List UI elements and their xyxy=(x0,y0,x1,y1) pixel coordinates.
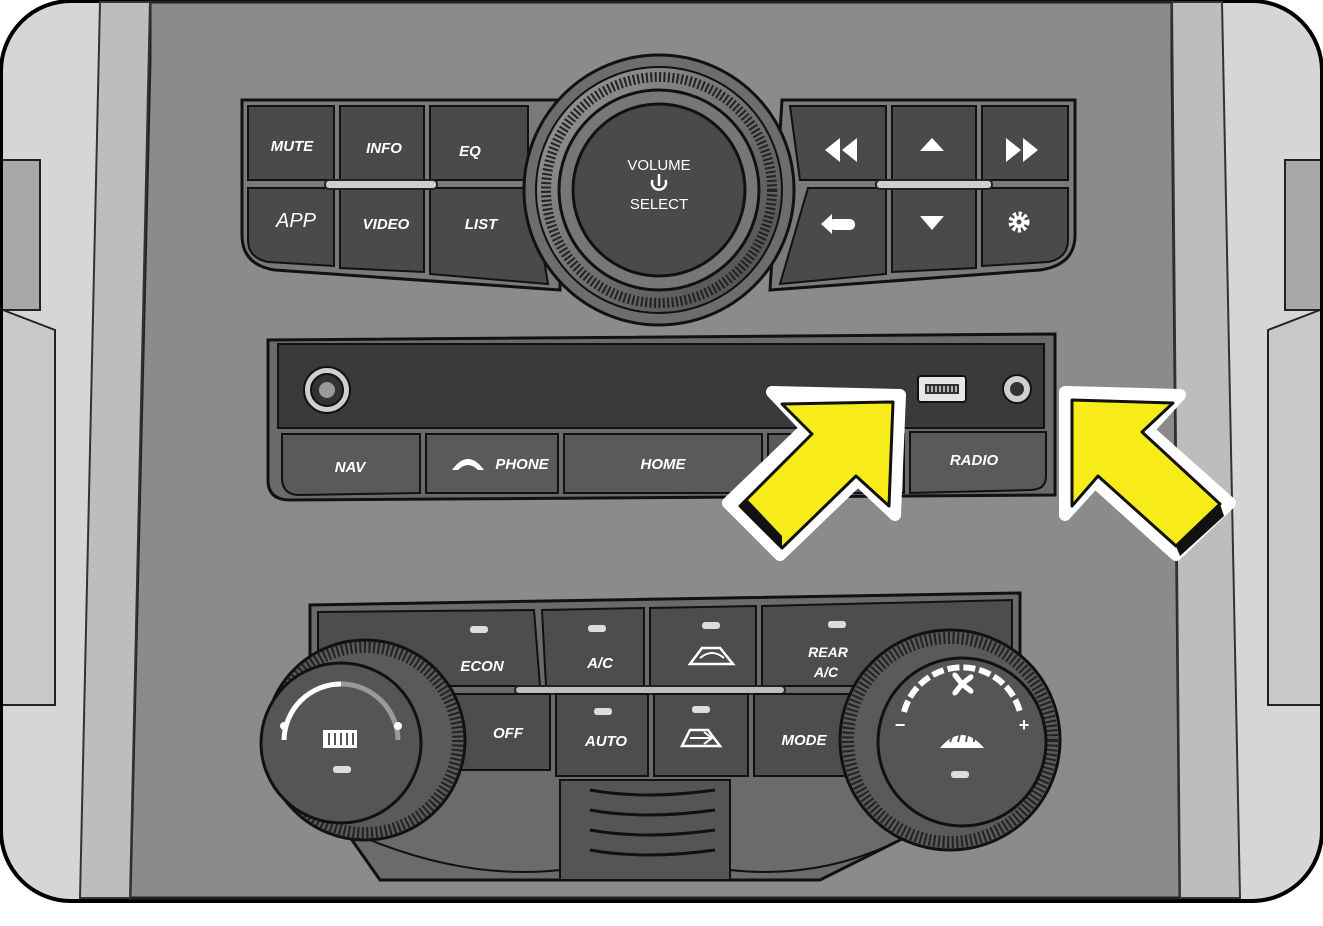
fan-icon xyxy=(952,672,974,696)
auto-indicator xyxy=(594,708,612,715)
fast-forward-button[interactable] xyxy=(981,105,1069,181)
usb-port[interactable] xyxy=(917,375,967,403)
select-label: SELECT xyxy=(630,196,688,213)
volume-select-knob[interactable]: VOLUME SELECT xyxy=(522,53,796,327)
ac-button[interactable]: A/C xyxy=(540,606,645,687)
ac-indicator xyxy=(588,625,606,632)
up-arrow-icon xyxy=(920,138,944,151)
svg-text:HOME: HOME xyxy=(641,456,687,473)
svg-text:A/C: A/C xyxy=(813,664,839,680)
recirculation-button[interactable] xyxy=(649,604,757,687)
svg-text:MUTE: MUTE xyxy=(271,138,314,155)
back-button[interactable] xyxy=(778,187,887,286)
rewind-button[interactable] xyxy=(788,105,887,181)
svg-text:LIST: LIST xyxy=(465,216,499,233)
gear-icon xyxy=(1008,211,1030,233)
media-bar: NAV PHONE HOME RADIO xyxy=(266,332,1057,502)
svg-text:ECON: ECON xyxy=(460,658,505,675)
rear-defrost-icon xyxy=(323,730,357,748)
down-button[interactable] xyxy=(891,187,977,274)
rear-defrost-indicator xyxy=(333,766,351,773)
front-defrost-icon xyxy=(940,729,984,748)
fresh-air-button[interactable] xyxy=(653,693,749,777)
aux-jack[interactable] xyxy=(303,366,351,414)
mute-button[interactable]: MUTE xyxy=(247,105,335,181)
svg-text:A/C: A/C xyxy=(586,655,614,672)
off-button[interactable]: OFF xyxy=(439,693,551,771)
svg-text:AUTO: AUTO xyxy=(584,733,628,750)
settings-button[interactable] xyxy=(981,187,1069,268)
button-divider-right xyxy=(875,179,993,190)
econ-indicator xyxy=(470,626,488,633)
front-defrost-indicator xyxy=(951,771,969,778)
right-fan-knob[interactable]: − + xyxy=(838,628,1062,852)
vent-slats xyxy=(589,788,716,857)
eq-button[interactable]: EQ xyxy=(429,105,529,181)
recirc-indicator xyxy=(702,622,720,629)
recirculation-icon xyxy=(687,646,736,666)
button-divider-left xyxy=(324,179,438,190)
phone-button[interactable]: PHONE xyxy=(425,433,559,494)
climate-divider xyxy=(514,685,786,695)
rewind-icon xyxy=(825,138,857,162)
svg-text:EQ: EQ xyxy=(459,143,481,160)
fresh-air-indicator xyxy=(692,706,710,713)
media-slot-panel xyxy=(277,343,1045,429)
vent-housing xyxy=(559,779,731,881)
svg-text:INFO: INFO xyxy=(366,140,402,157)
radio-button[interactable]: RADIO xyxy=(909,431,1047,495)
up-button[interactable] xyxy=(891,105,977,181)
power-icon xyxy=(650,174,668,191)
callout-arrow-aux xyxy=(1059,386,1236,561)
auto-button[interactable]: AUTO xyxy=(555,693,649,777)
svg-text:APP: APP xyxy=(275,210,317,232)
fan-minus: − xyxy=(895,715,906,735)
phone-icon xyxy=(452,459,484,470)
svg-text:MODE: MODE xyxy=(782,732,828,749)
svg-text:OFF: OFF xyxy=(493,725,524,742)
fresh-air-icon xyxy=(679,728,723,748)
svg-text:PHONE: PHONE xyxy=(495,456,549,473)
svg-text:VIDEO: VIDEO xyxy=(363,216,410,233)
down-arrow-icon xyxy=(920,216,944,230)
callout-arrow-usb xyxy=(722,386,906,561)
aux-port[interactable] xyxy=(1002,374,1032,404)
svg-text:REAR: REAR xyxy=(808,644,849,660)
list-button[interactable]: LIST xyxy=(429,187,550,286)
back-icon xyxy=(821,214,855,234)
rear-ac-indicator xyxy=(828,621,846,628)
climate-panel: ECON A/C REAR A/C OFF xyxy=(259,591,1062,882)
info-button[interactable]: INFO xyxy=(339,105,425,181)
video-button[interactable]: VIDEO xyxy=(339,187,425,274)
svg-text:RADIO: RADIO xyxy=(950,452,999,469)
left-temperature-knob[interactable] xyxy=(259,638,467,842)
svg-text:NAV: NAV xyxy=(335,459,368,476)
fan-plus: + xyxy=(1019,715,1030,735)
fast-forward-icon xyxy=(1006,138,1038,162)
home-button[interactable]: HOME xyxy=(563,433,763,494)
nav-button[interactable]: NAV xyxy=(281,433,421,497)
volume-label: VOLUME xyxy=(627,157,690,174)
app-button[interactable]: APP xyxy=(247,187,335,268)
head-unit: MUTE INFO EQ APP VIDEO LIST xyxy=(240,53,1077,327)
